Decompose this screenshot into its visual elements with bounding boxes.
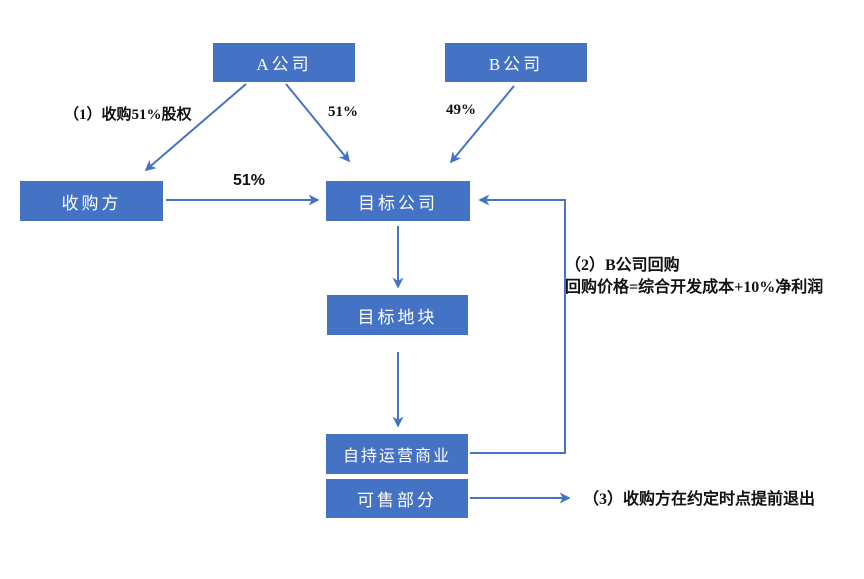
annotation-step2-line2: 回购价格=综合开发成本+10%净利润	[565, 279, 824, 296]
arrow-companyB-to-target	[449, 85, 515, 164]
annotation-step2-line1: （2）B公司回购	[565, 257, 680, 274]
arrow-companyA-to-target	[285, 83, 351, 163]
label-step1-acquire-51pct: （1）收购51%股权	[64, 107, 192, 123]
annotation-step3-early-exit: （3）收购方在约定时点提前退出	[583, 491, 816, 508]
arrow-commercial-loopback-to-target	[470, 194, 566, 454]
arrow-companyA-to-acquirer	[144, 83, 247, 172]
node-saleable-portion: 可售部分	[326, 479, 468, 518]
label-49pct-b-to-target: 49%	[446, 102, 476, 118]
node-self-held-commercial: 自持运营商业	[326, 434, 468, 474]
annotation-step2-buyback: （2）B公司回购 回购价格=综合开发成本+10%净利润	[565, 255, 823, 299]
node-acquirer: 收购方	[20, 181, 163, 221]
node-target-land: 目标地块	[327, 295, 468, 335]
label-51pct-acquirer-to-target: 51%	[233, 172, 266, 189]
node-target-company: 目标公司	[326, 181, 470, 221]
label-51pct-a-to-target: 51%	[328, 104, 358, 120]
node-company-b: B公司	[445, 43, 587, 82]
node-company-a: A公司	[213, 43, 355, 82]
